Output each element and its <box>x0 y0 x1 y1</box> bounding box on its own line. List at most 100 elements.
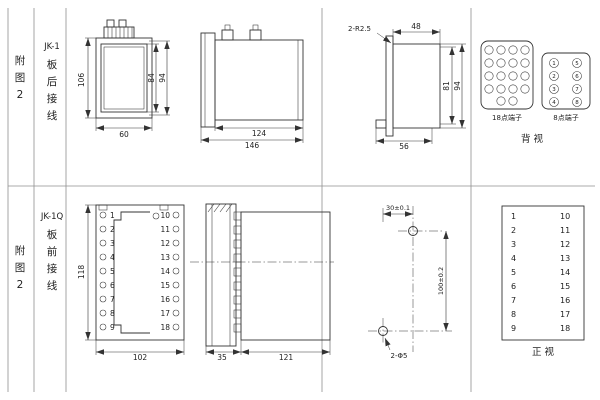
map-number: 8 <box>511 310 516 319</box>
terminal-digit: 1 <box>552 61 556 67</box>
front-view-label: 正 视 <box>532 346 555 358</box>
rear-terminal-panel: 1 5 2 6 3 7 4 8 18点端子 8点端子 背 视 <box>480 40 591 145</box>
terminal-block-18 <box>480 40 534 110</box>
wiring-char: 接 <box>47 92 58 105</box>
terminal-circles-left <box>99 211 107 331</box>
dim-inner-81: 81 <box>442 81 451 91</box>
terminal-digit: 8 <box>575 100 579 106</box>
fig-label-char: 附 <box>15 244 26 257</box>
terminal-number: 9 <box>110 323 115 332</box>
map-number: 12 <box>560 240 570 249</box>
terminal-digit: 3 <box>552 87 556 93</box>
terminal-number: 14 <box>160 267 170 276</box>
flange-channel <box>205 203 237 347</box>
model-label: JK-1 <box>43 42 60 52</box>
panel-outer-rect <box>95 204 185 341</box>
drawing-case-side-view: 124 146 <box>200 24 304 150</box>
map-number: 11 <box>560 226 570 235</box>
terminal-digit: 6 <box>575 74 579 80</box>
map-number: 2 <box>511 226 516 235</box>
wiring-char: 接 <box>47 262 58 275</box>
fig-label-char: 2 <box>17 279 24 291</box>
dim-height-106: 106 <box>77 73 86 88</box>
terminal-number: 11 <box>160 225 170 234</box>
flange <box>200 32 216 128</box>
map-number: 7 <box>511 296 516 305</box>
label-8-point: 8点端子 <box>553 113 578 122</box>
terminal-circles-18 <box>484 45 530 106</box>
dim-hole-spacing-y: 100±0.2 <box>437 267 445 295</box>
drawing-panel-front-view: 1 2 3 4 5 6 7 8 9 10 11 12 13 14 15 16 1… <box>77 204 185 362</box>
model-label: JK-1Q <box>40 212 64 222</box>
terminal-circles-right <box>172 211 180 331</box>
terminal-number: 18 <box>160 323 170 332</box>
terminal-number: 8 <box>110 309 115 318</box>
label-18-point: 18点端子 <box>492 113 522 122</box>
dim-width-60: 60 <box>119 130 129 139</box>
map-number: 16 <box>560 296 570 305</box>
inner-hole <box>152 212 160 220</box>
terminal-map-rect <box>501 205 585 341</box>
terminal-digit: 5 <box>575 61 579 67</box>
wiring-char: 线 <box>47 109 58 122</box>
dim-hole-spacing-x: 30±0.1 <box>386 204 410 212</box>
terminal-bumps <box>233 211 242 333</box>
case-body <box>392 43 441 129</box>
case-inner-rect <box>103 46 145 110</box>
terminal-number: 17 <box>160 309 170 318</box>
dim-bottom-56: 56 <box>399 142 409 151</box>
dim-height-118: 118 <box>77 265 86 280</box>
inner-outline <box>113 211 150 334</box>
divider-lines <box>7 8 595 392</box>
map-number: 13 <box>560 254 570 263</box>
front-terminal-map: 1 2 3 4 5 6 7 8 9 10 11 12 13 14 15 16 1… <box>501 205 585 358</box>
terminal-number: 15 <box>160 281 170 290</box>
mounting-hole <box>408 226 418 236</box>
stud <box>221 29 234 41</box>
drawing-panel-side-view: 35 121 <box>190 203 334 362</box>
terminal-number: 2 <box>110 225 115 234</box>
dim-outer-94: 94 <box>453 81 462 91</box>
sidebar-top: 附 图 2 JK-1 板 后 接 线 <box>15 42 60 122</box>
terminal-digit: 7 <box>575 87 579 93</box>
wiring-char: 后 <box>47 76 58 88</box>
terminal-lug <box>375 119 387 129</box>
drawing-case-rear-view: 2-R2.5 48 81 94 56 <box>348 22 466 151</box>
terminal-block <box>103 26 135 39</box>
terminal-number: 7 <box>110 295 115 304</box>
dim-width-102: 102 <box>133 353 148 362</box>
wiring-char: 线 <box>47 279 58 292</box>
terminal-number: 10 <box>160 211 170 220</box>
rear-view-label: 背 视 <box>521 133 544 145</box>
dim-body-121: 121 <box>279 353 294 362</box>
dim-total-146: 146 <box>245 141 260 150</box>
map-number: 14 <box>560 268 570 277</box>
dim-flange-35: 35 <box>217 353 227 362</box>
sidebar-bottom: JK-1Q 板 前 接 线 附 图 2 <box>15 212 64 292</box>
terminal-number: 5 <box>110 267 115 276</box>
wiring-char: 板 <box>47 58 58 71</box>
fig-label-char: 2 <box>17 89 24 101</box>
case-mid-rect <box>100 43 148 113</box>
hole-spec-note: 2-Φ5 <box>391 352 408 360</box>
map-number: 4 <box>511 254 516 263</box>
terminal-number: 13 <box>160 253 170 262</box>
case-body <box>214 39 304 121</box>
dim-height-94: 94 <box>158 73 167 83</box>
dim-height-84: 84 <box>147 73 156 83</box>
terminal-digit: 2 <box>552 74 556 80</box>
terminal-number: 3 <box>110 239 115 248</box>
map-number: 1 <box>511 212 516 221</box>
map-number: 5 <box>511 268 516 277</box>
terminal-digit: 4 <box>552 100 556 106</box>
map-number: 3 <box>511 240 516 249</box>
drawing-case-front-view: 106 84 94 60 <box>77 19 170 139</box>
dim-top-48: 48 <box>411 22 421 31</box>
dim-body-124: 124 <box>252 129 267 138</box>
relay-body <box>240 211 331 341</box>
terminal-number: 1 <box>110 211 115 220</box>
map-number: 10 <box>560 212 570 221</box>
flange-strip <box>385 35 394 137</box>
map-number: 9 <box>511 324 516 333</box>
